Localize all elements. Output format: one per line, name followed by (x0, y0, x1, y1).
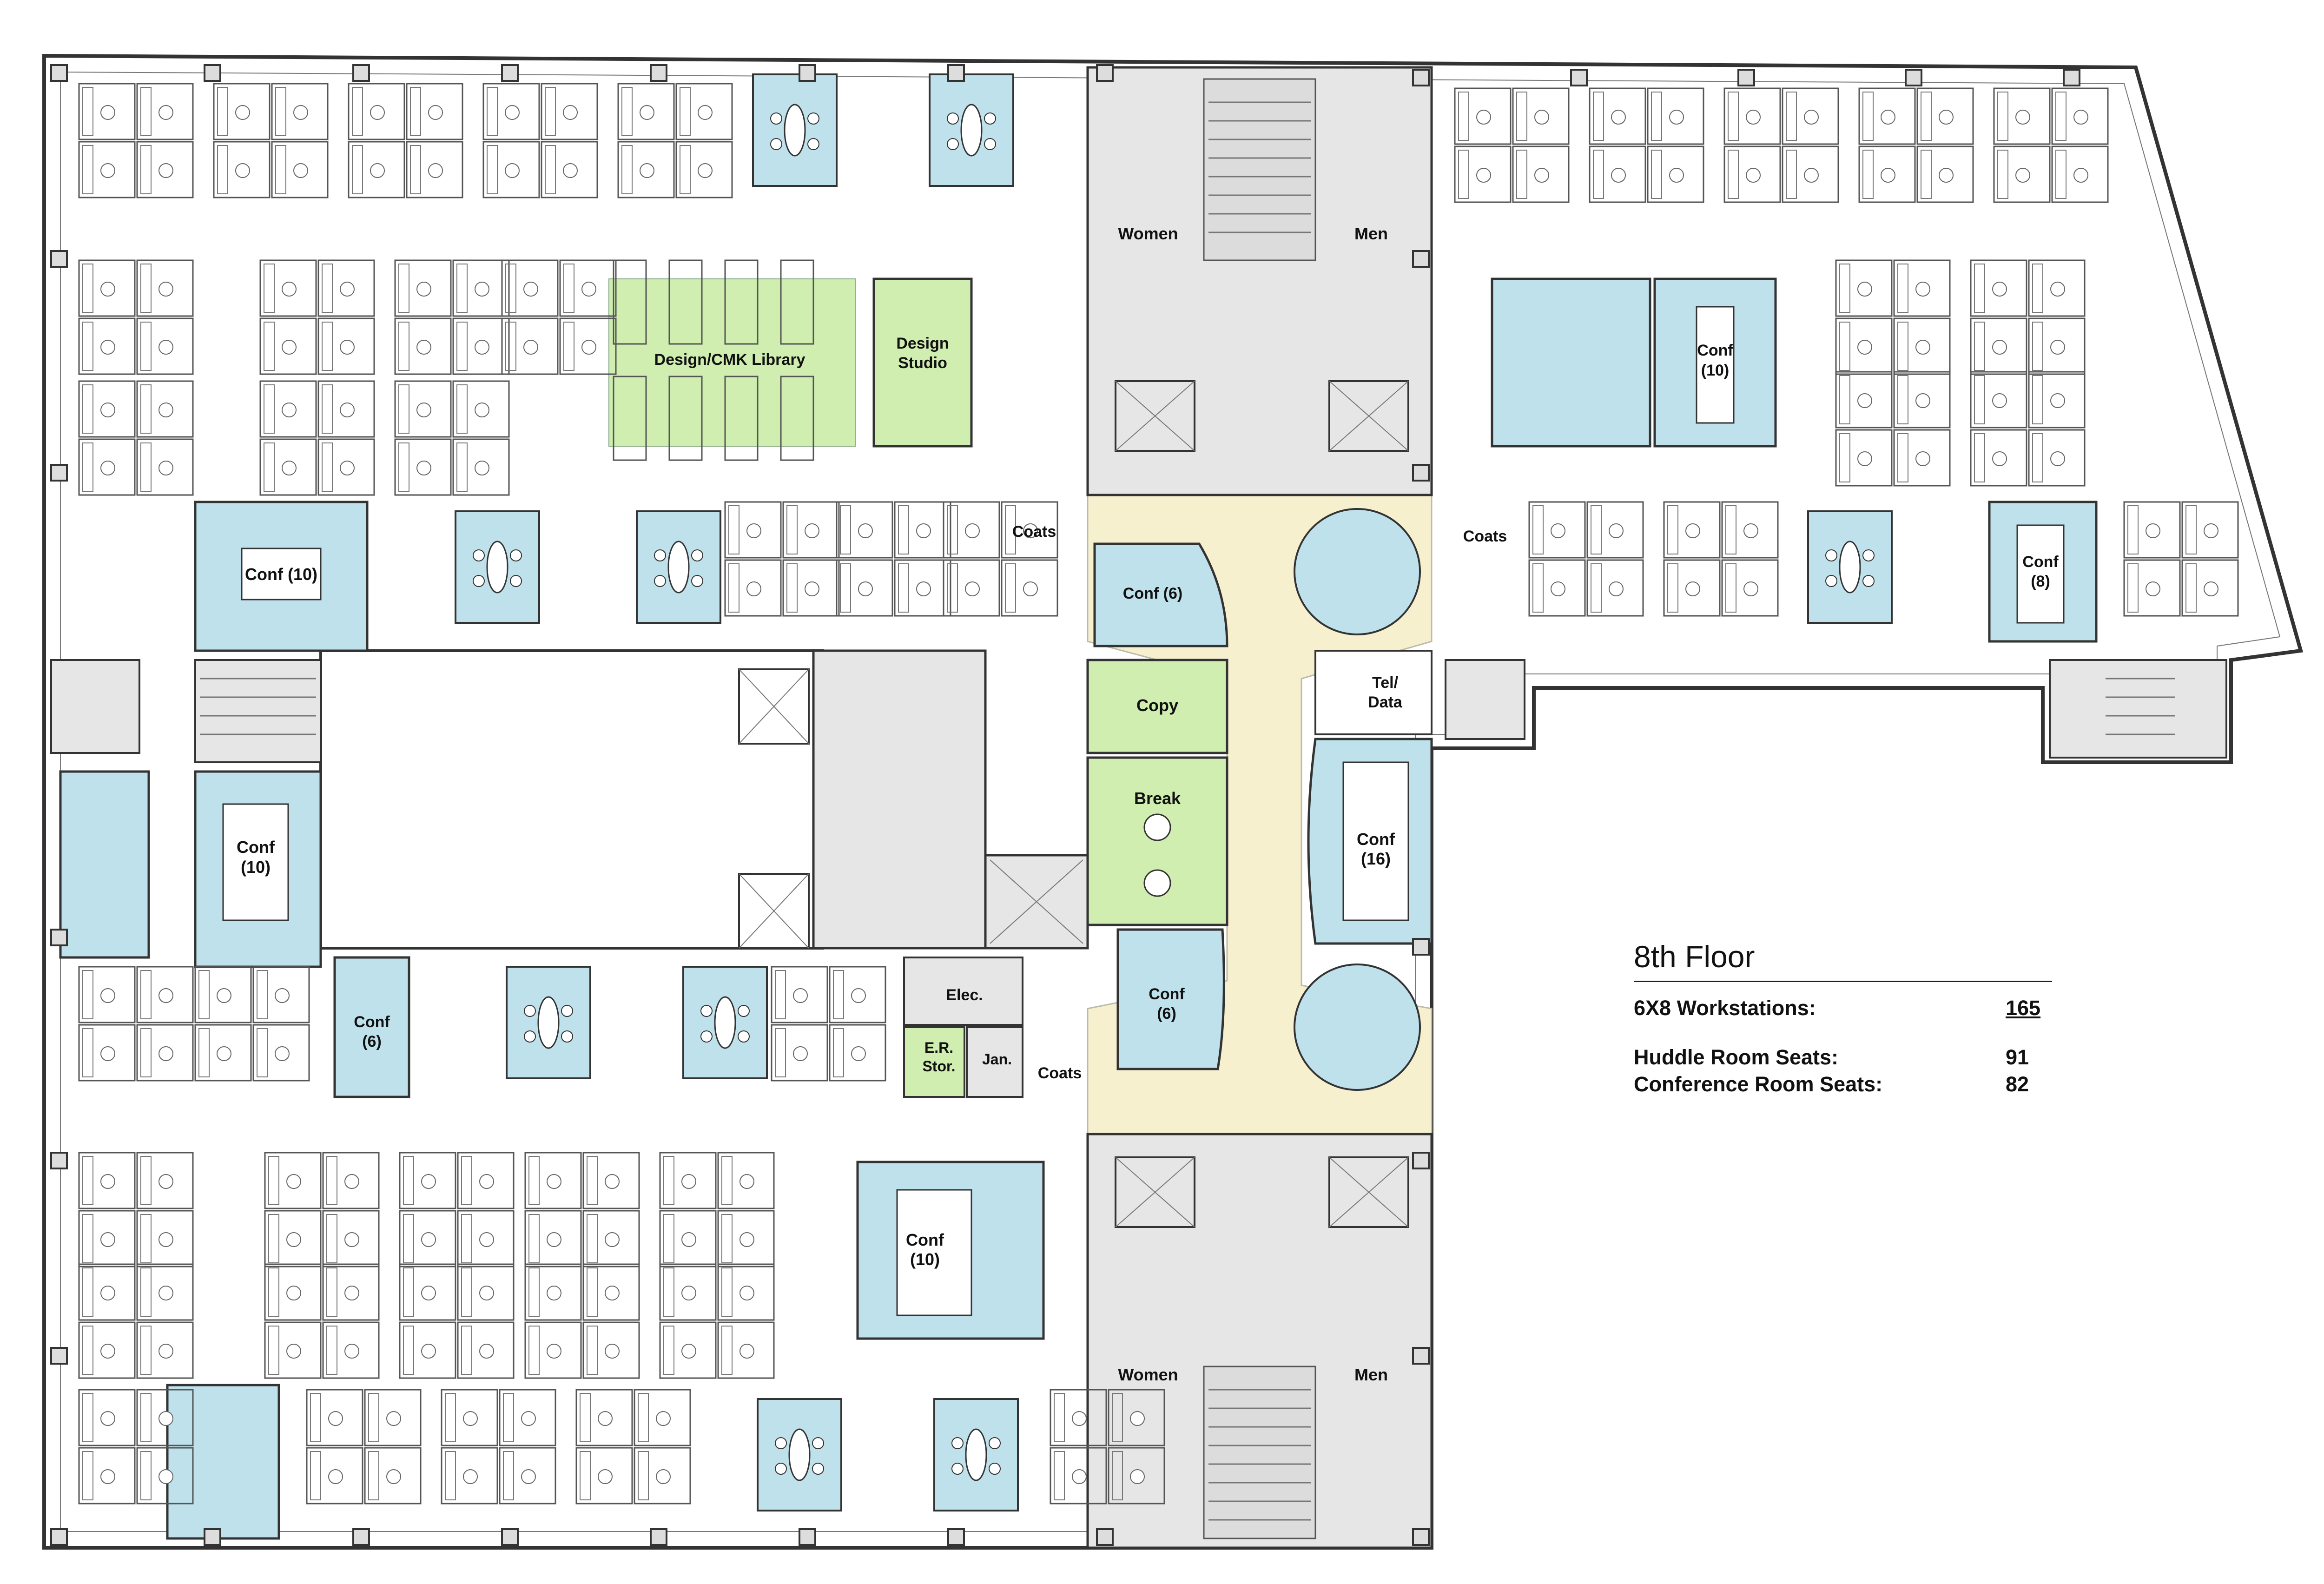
huddle-n1 (752, 73, 838, 187)
label-conf-10-northwest: Conf (10) (245, 565, 317, 584)
stairs-west (194, 659, 322, 763)
copy-room (1086, 659, 1228, 754)
huddle-block-northeast (1491, 277, 1651, 448)
stairs-north (1203, 78, 1316, 261)
label-coats-2: Coats (1463, 528, 1507, 545)
conf-6-south-core-room (1116, 928, 1225, 1070)
label-conf-16-1: Conf (1357, 830, 1395, 849)
design-library-area (608, 278, 856, 447)
stat-conference-seats: Conference Room Seats: 82 (1634, 1072, 2075, 1099)
label-jan: Jan. (982, 1051, 1012, 1068)
label-conf-10-south-2: (10) (910, 1250, 940, 1269)
elec-room (903, 957, 1023, 1026)
stat-value: 165 (2006, 996, 2041, 1020)
label-conf-10-west-1: Conf (237, 838, 275, 857)
label-conf-6-southwest-1: Conf (354, 1013, 390, 1031)
stairs-south (1203, 1366, 1316, 1539)
label-men-south: Men (1354, 1365, 1388, 1384)
label-conf-8-east-1: Conf (2022, 553, 2059, 571)
stat-value: 82 (2006, 1072, 2029, 1096)
stat-label: 6X8 Workstations: (1634, 996, 1816, 1020)
jan-room (966, 1026, 1023, 1098)
label-design-studio-1: Design (896, 335, 949, 352)
huddle-s2 (682, 966, 768, 1079)
label-conf-6-south-core-1: Conf (1149, 985, 1185, 1003)
label-er-stor-2: Stor. (922, 1058, 955, 1075)
stair-treads-north (1208, 101, 1311, 233)
room-labels: Women Men Women Men Design/CMK Library D… (237, 224, 2059, 1384)
break-tables (1143, 813, 1171, 897)
stairs-east (2049, 659, 2227, 759)
label-design-cmk-library: Design/CMK Library (654, 351, 805, 369)
atrium-shaft (812, 649, 987, 950)
label-conf-10-south-1: Conf (906, 1230, 944, 1249)
label-women-south: Women (1118, 1365, 1178, 1384)
label-conf-6-southwest-2: (6) (362, 1033, 382, 1050)
stat-value: 91 (2006, 1045, 2029, 1069)
tel-data-room (1314, 650, 1433, 735)
label-coats-1: Coats (1012, 523, 1056, 541)
label-break: Break (1134, 789, 1181, 808)
label-tel-data-2: Data (1368, 693, 1403, 711)
huddle-s4 (933, 1398, 1019, 1511)
elevator-east (1445, 659, 1525, 740)
label-conf-8-east-2: (8) (2031, 573, 2050, 590)
huddle-w1 (455, 510, 540, 624)
stat-label: Huddle Room Seats: (1634, 1045, 1839, 1069)
label-women-north: Women (1118, 224, 1178, 243)
label-elec: Elec. (946, 986, 983, 1004)
stat-workstations: 6X8 Workstations: 165 (1634, 996, 2075, 1023)
lounge-south (1294, 964, 1421, 1091)
label-conf-10-northeast-1: Conf (1697, 342, 1733, 359)
stat-label: Conference Room Seats: (1634, 1072, 1883, 1096)
break-room (1086, 756, 1228, 926)
lounge-north (1294, 508, 1421, 635)
label-conf-16-2: (16) (1361, 849, 1391, 868)
floor-legend: 8th Floor 6X8 Workstations: 165 Huddle R… (1634, 939, 2075, 1099)
huddle-w2 (636, 510, 721, 624)
conf-6-southwest-room (333, 956, 410, 1098)
huddle-s1 (506, 966, 591, 1079)
label-conf-6-south-core-2: (6) (1157, 1005, 1176, 1023)
huddle-s3 (757, 1398, 842, 1511)
floor-title: 8th Floor (1634, 939, 2052, 982)
stair-treads-south (1208, 1389, 1311, 1521)
elevator-west (50, 659, 140, 754)
huddle-n2 (929, 73, 1014, 187)
library-shelves (613, 259, 814, 461)
label-men-north: Men (1354, 224, 1388, 243)
label-coats-3: Coats (1038, 1064, 1082, 1082)
er-stor-room (903, 1026, 965, 1098)
label-tel-data-1: Tel/ (1372, 674, 1399, 692)
huddle-west-stack (59, 770, 150, 959)
stat-huddle-seats: Huddle Room Seats: 91 (1634, 1045, 2075, 1072)
design-studio-room (872, 277, 973, 448)
label-er-stor-1: E.R. (924, 1039, 953, 1056)
label-copy: Copy (1136, 696, 1178, 715)
conf-10-northwest-room (194, 501, 369, 652)
label-conf-10-northeast-2: (10) (1701, 362, 1729, 379)
conf-6-core-room (1093, 542, 1228, 647)
label-design-studio-2: Studio (898, 354, 947, 372)
huddle-southwest-corner (166, 1384, 280, 1540)
huddle-e1 (1807, 510, 1893, 624)
label-conf-6-core: Conf (6) (1123, 585, 1182, 602)
label-conf-10-west-2: (10) (241, 858, 271, 877)
